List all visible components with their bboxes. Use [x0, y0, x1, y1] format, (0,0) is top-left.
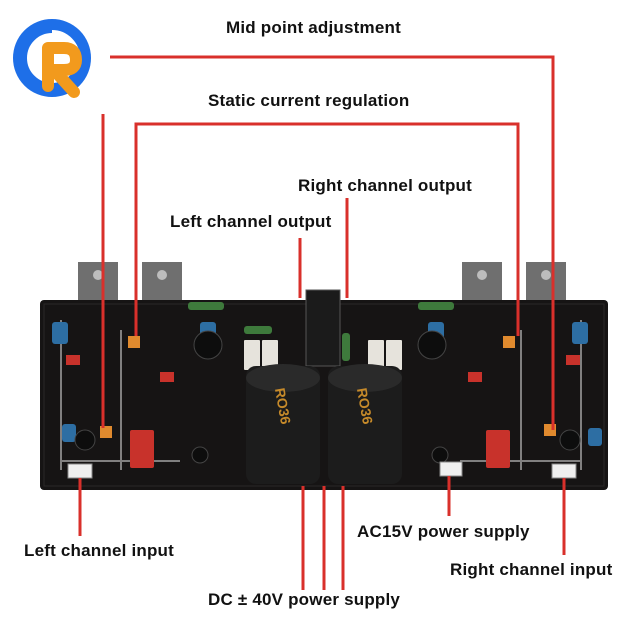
label-dc-power-supply: DC ± 40V power supply	[208, 590, 401, 609]
label-right-channel-input: Right channel input	[450, 560, 613, 579]
label-ac15v-power-supply: AC15V power supply	[357, 522, 530, 541]
label-left-channel-input: Left channel input	[24, 541, 174, 560]
label-left-channel-output: Left channel output	[170, 212, 332, 231]
label-mid-point-adjustment: Mid point adjustment	[226, 18, 401, 37]
brand-logo-icon	[13, 19, 91, 98]
filter-capacitors	[246, 364, 402, 484]
label-right-channel-output: Right channel output	[298, 176, 472, 195]
label-static-current-regulation: Static current regulation	[208, 91, 410, 110]
power-transistors	[78, 262, 566, 320]
callout-lines	[78, 55, 566, 590]
pcb-board	[40, 300, 608, 490]
